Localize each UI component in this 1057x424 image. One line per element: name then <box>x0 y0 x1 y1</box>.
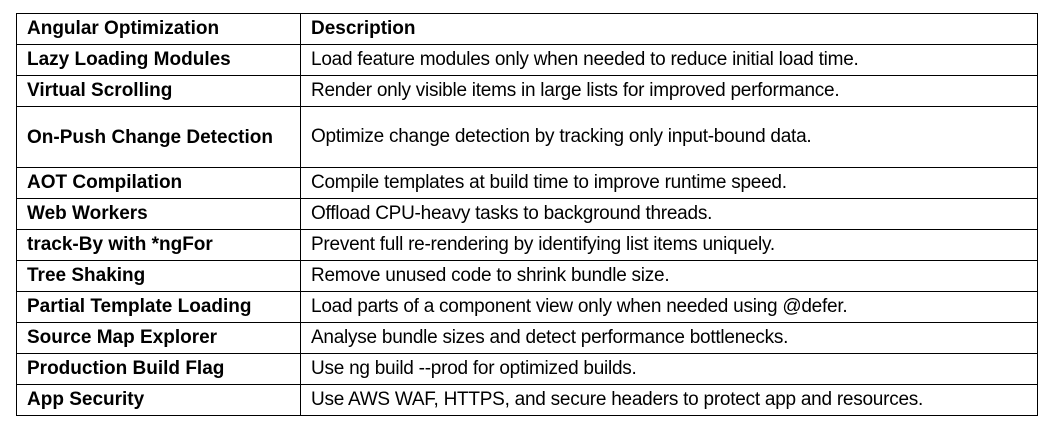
optimization-name: On-Push Change Detection <box>16 106 301 168</box>
header-description: Description <box>300 13 1038 45</box>
optimization-name: App Security <box>16 384 301 416</box>
table-header-row: Angular Optimization Description <box>16 13 1038 45</box>
table-row: On-Push Change Detection Optimize change… <box>16 106 1038 168</box>
optimization-description: Load feature modules only when needed to… <box>300 44 1038 76</box>
optimization-name: Virtual Scrolling <box>16 75 301 107</box>
optimization-name: Source Map Explorer <box>16 322 301 354</box>
table-row: Virtual Scrolling Render only visible it… <box>16 75 1038 107</box>
optimization-name: Web Workers <box>16 198 301 230</box>
optimization-description: Remove unused code to shrink bundle size… <box>300 260 1038 292</box>
optimization-description: Use AWS WAF, HTTPS, and secure headers t… <box>300 384 1038 416</box>
optimization-description: Use ng build --prod for optimized builds… <box>300 353 1038 385</box>
table-row: Tree Shaking Remove unused code to shrin… <box>16 260 1038 292</box>
table-row: Production Build Flag Use ng build --pro… <box>16 353 1038 385</box>
table-row: App Security Use AWS WAF, HTTPS, and sec… <box>16 384 1038 416</box>
optimization-name: Production Build Flag <box>16 353 301 385</box>
table-row: Lazy Loading Modules Load feature module… <box>16 44 1038 76</box>
optimization-name: Lazy Loading Modules <box>16 44 301 76</box>
header-angular-optimization: Angular Optimization <box>16 13 301 45</box>
table-row: Web Workers Offload CPU-heavy tasks to b… <box>16 198 1038 230</box>
optimization-name: track-By with *ngFor <box>16 229 301 261</box>
optimization-name: Tree Shaking <box>16 260 301 292</box>
table-row: track-By with *ngFor Prevent full re-ren… <box>16 229 1038 261</box>
optimization-name: Partial Template Loading <box>16 291 301 323</box>
optimization-description: Render only visible items in large lists… <box>300 75 1038 107</box>
table-row: Partial Template Loading Load parts of a… <box>16 291 1038 323</box>
optimization-description: Analyse bundle sizes and detect performa… <box>300 322 1038 354</box>
optimization-description: Optimize change detection by tracking on… <box>300 106 1038 168</box>
angular-optimization-table: Angular Optimization Description Lazy Lo… <box>16 13 1038 416</box>
optimization-description: Prevent full re-rendering by identifying… <box>300 229 1038 261</box>
optimization-description: Load parts of a component view only when… <box>300 291 1038 323</box>
optimization-name: AOT Compilation <box>16 167 301 199</box>
table-row: Source Map Explorer Analyse bundle sizes… <box>16 322 1038 354</box>
optimization-description: Compile templates at build time to impro… <box>300 167 1038 199</box>
optimization-description: Offload CPU-heavy tasks to background th… <box>300 198 1038 230</box>
table-row: AOT Compilation Compile templates at bui… <box>16 167 1038 199</box>
